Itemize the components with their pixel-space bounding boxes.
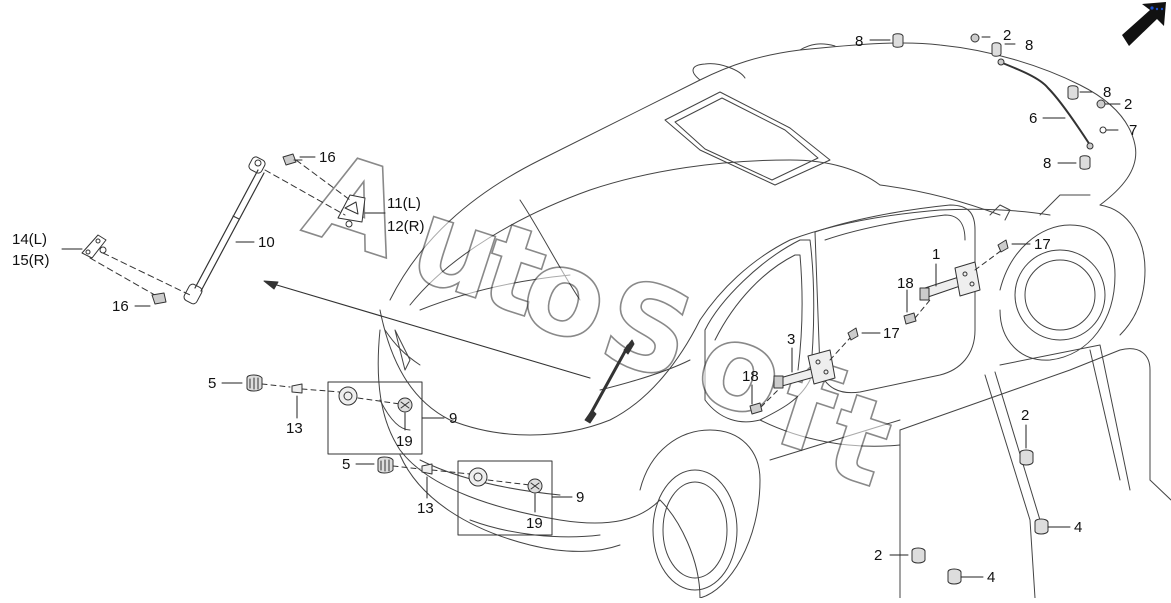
callout-8: 8 — [1043, 155, 1051, 172]
callout-3: 3 — [787, 331, 795, 348]
installed-strut — [584, 339, 635, 424]
callout-5: 5 — [342, 456, 350, 473]
callout-13: 13 — [417, 500, 434, 517]
grommet-group-lower — [377, 456, 553, 536]
callout-2: 2 — [874, 547, 882, 564]
roof-rod — [997, 58, 1094, 150]
callout-9: 9 — [449, 410, 457, 427]
car-body-outline — [377, 42, 1146, 599]
callout-11-left: 11(L) — [387, 195, 421, 212]
callout-15-right: 15(R) — [12, 252, 50, 269]
callout-8: 8 — [1025, 37, 1033, 54]
callout-10: 10 — [258, 234, 275, 251]
callout-12-right: 12(R) — [387, 218, 425, 235]
callout-2: 2 — [1124, 96, 1132, 113]
bolt-18-front — [903, 299, 931, 325]
callout-6: 6 — [1029, 110, 1037, 127]
rear-door-checker — [773, 337, 851, 389]
bolt-18-rear — [749, 387, 781, 415]
callout-8: 8 — [855, 33, 863, 50]
callout-labels: 8 2 8 8 2 6 7 8 16 11(L) 12(R) 10 14(L) … — [12, 27, 1137, 586]
callout-17: 17 — [883, 325, 900, 342]
callout-14-left: 14(L) — [12, 231, 47, 248]
callout-8: 8 — [1103, 84, 1111, 101]
callout-18: 18 — [742, 368, 759, 385]
callout-9: 9 — [576, 489, 584, 506]
direction-leader-arrow — [269, 282, 591, 379]
callout-1: 1 — [932, 246, 940, 263]
callout-16: 16 — [112, 298, 129, 315]
callout-18: 18 — [897, 275, 914, 292]
bolt-17-front — [997, 239, 1009, 253]
tailgate-gas-strut — [183, 156, 266, 305]
callout-19: 19 — [396, 433, 413, 450]
front-door-checker — [919, 249, 1003, 301]
callout-5: 5 — [208, 375, 216, 392]
bolt-16-bottom — [151, 292, 167, 305]
callout-19: 19 — [526, 515, 543, 532]
callout-2: 2 — [1021, 407, 1029, 424]
watermark: A u t o S o f t — [291, 125, 909, 515]
door-stops — [911, 449, 1049, 585]
ball-stud-bracket — [81, 234, 107, 259]
callout-17: 17 — [1034, 236, 1051, 253]
callout-16: 16 — [319, 149, 336, 166]
callout-2: 2 — [1003, 27, 1011, 44]
bolt-17-rear — [847, 327, 859, 341]
callout-4: 4 — [987, 569, 995, 586]
bumper-stops — [892, 33, 1107, 170]
front-direction-arrow-icon — [1122, 2, 1166, 46]
grommet-group-upper — [246, 374, 423, 455]
leader-lines — [61, 36, 1121, 578]
bolt-16-top — [282, 153, 303, 166]
callout-7: 7 — [1129, 122, 1137, 139]
door-inset-outline — [899, 344, 1171, 599]
callout-13: 13 — [286, 420, 303, 437]
callout-4: 4 — [1074, 519, 1082, 536]
